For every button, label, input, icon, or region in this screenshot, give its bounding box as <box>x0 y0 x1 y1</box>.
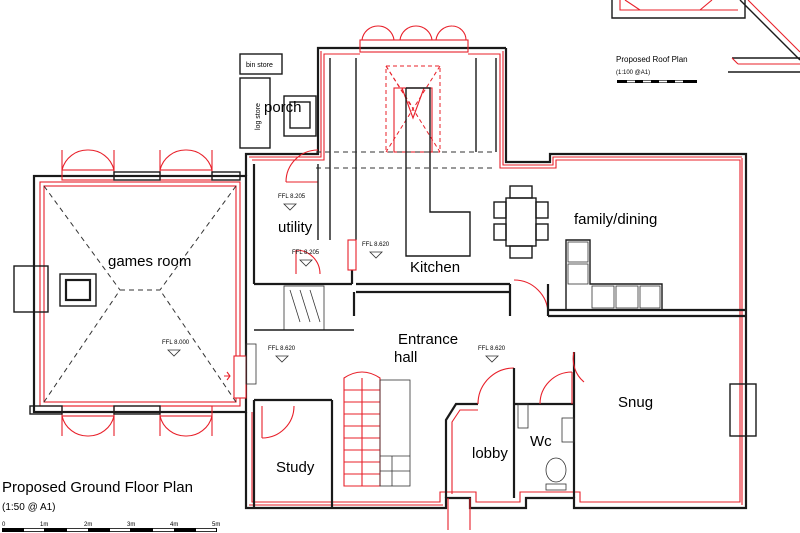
scale-label-4: 4m <box>170 522 178 528</box>
ffl-games-room: FFL 8.000 <box>162 340 190 346</box>
staircase <box>343 371 411 487</box>
label-study: Study <box>276 459 315 476</box>
roof-scale-bar <box>617 80 697 83</box>
scale-bar <box>2 528 217 532</box>
ffl-utility-upper: FFL 8.205 <box>278 194 306 200</box>
label-lobby: lobby <box>472 445 508 462</box>
label-bin-store: bin store <box>246 62 273 69</box>
scale-label-5: 5m <box>212 522 220 528</box>
games-room-wing <box>13 149 248 437</box>
label-family-dining: family/dining <box>574 211 657 228</box>
main-house-walls <box>239 25 757 530</box>
corner-sofa <box>565 239 663 311</box>
ffl-kitchen: FFL 8.620 <box>362 242 390 248</box>
drawing-scale-note: (1:50 @ A1) <box>2 502 56 513</box>
ffl-hall-right: FFL 8.620 <box>478 346 506 352</box>
label-wc: Wc <box>530 433 552 450</box>
scale-label-2: 2m <box>84 522 92 528</box>
title-block: Proposed Ground Floor Plan (1:50 @ A1) 0… <box>2 479 220 532</box>
drawing-title: Proposed Ground Floor Plan <box>2 479 193 496</box>
label-entrance-hall-line1: Entrance <box>398 331 458 348</box>
scale-label-1: 1m <box>40 522 48 528</box>
room-labels: games room porch bin store log store uti… <box>108 62 657 476</box>
label-games-room: games room <box>108 253 191 270</box>
roof-plan-scale: (1:100 @A1) <box>616 70 650 76</box>
ffl-hall-left: FFL 8.620 <box>268 346 296 352</box>
label-kitchen: Kitchen <box>410 259 460 276</box>
label-utility: utility <box>278 219 313 236</box>
label-snug: Snug <box>618 394 653 411</box>
scale-label-3: 3m <box>127 522 135 528</box>
label-entrance-hall-line2: hall <box>394 349 417 366</box>
dining-table-set <box>493 185 549 259</box>
label-log-store: log store <box>255 103 262 130</box>
scale-label-0: 0 <box>2 522 6 528</box>
roof-plan-inset: Proposed Roof Plan (1:100 @A1) <box>611 0 800 83</box>
roof-plan-title: Proposed Roof Plan <box>616 55 688 64</box>
level-markers: FFL 8.205 FFL 8.205 FFL 8.620 FFL 8.000 … <box>162 194 506 363</box>
label-porch: porch <box>264 99 302 116</box>
ffl-utility-lower: FFL 8.205 <box>292 250 320 256</box>
